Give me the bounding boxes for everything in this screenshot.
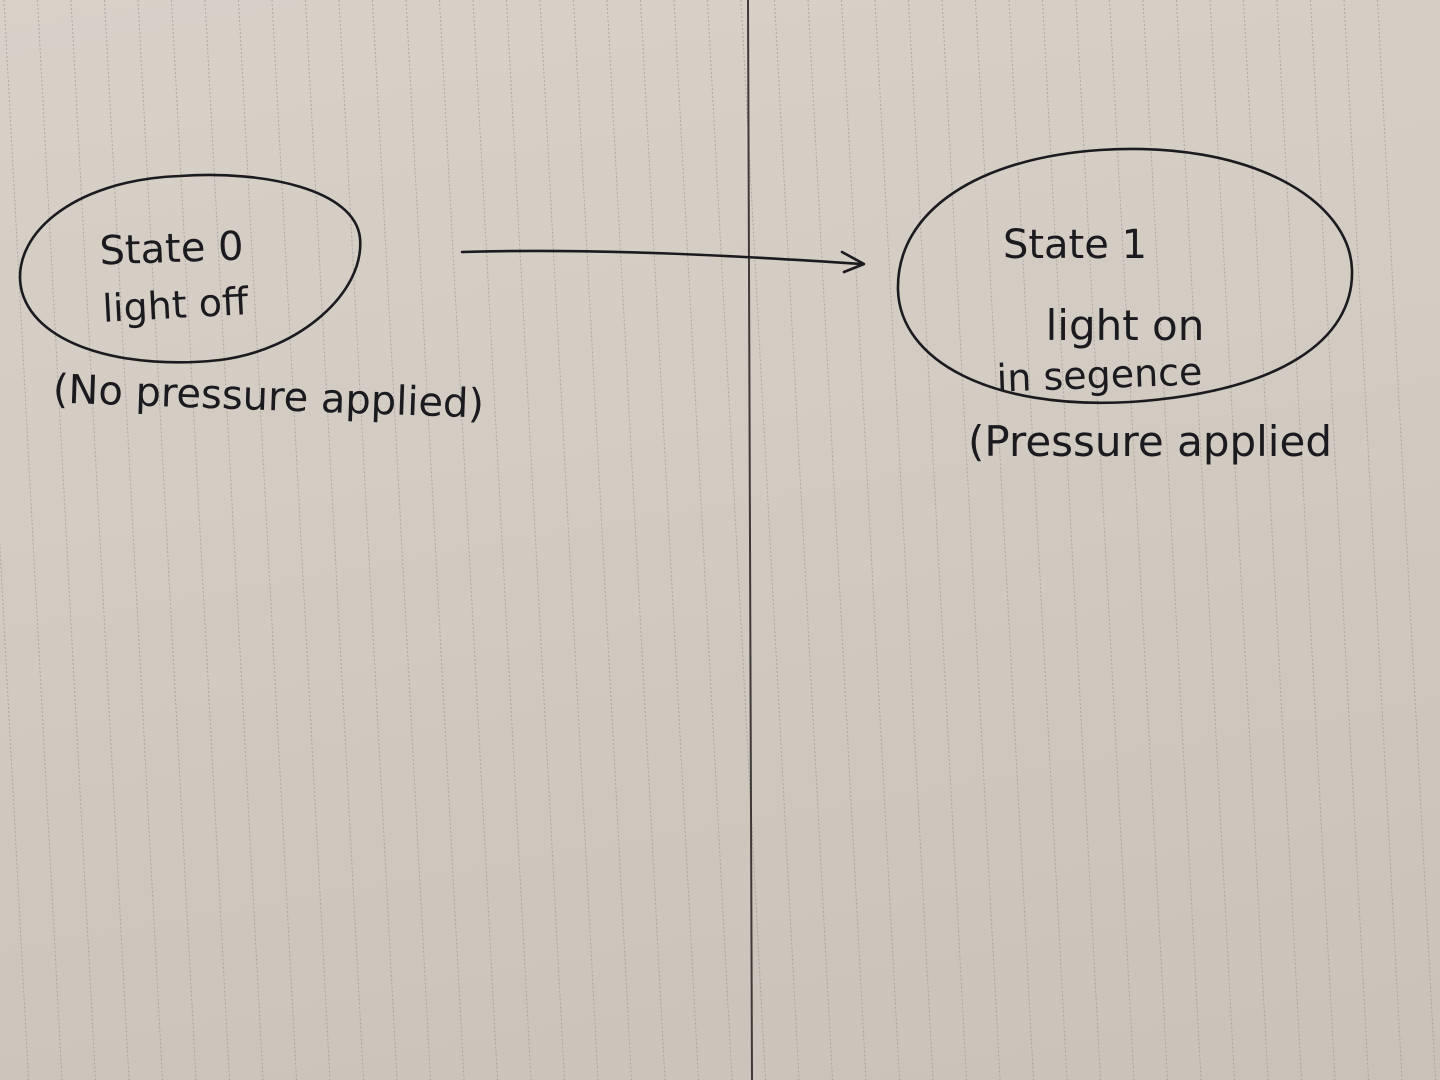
state-1-condition: (Pressure applied xyxy=(968,417,1332,466)
state-0-title: State 0 xyxy=(99,224,245,275)
ruled-line xyxy=(372,0,431,1080)
ruled-line xyxy=(1243,0,1302,1080)
ruled-line xyxy=(1075,0,1135,1080)
ruled-line xyxy=(908,0,967,1080)
arrowhead-icon xyxy=(840,250,866,274)
ruled-line xyxy=(305,0,364,1080)
ruled-line xyxy=(1276,0,1336,1080)
ruled-line xyxy=(774,0,833,1080)
ruled-line xyxy=(1343,0,1403,1080)
state-0-description: light off xyxy=(101,279,250,331)
ruled-line xyxy=(3,0,63,1080)
ruled-line xyxy=(539,0,599,1080)
center-fold-line xyxy=(747,0,753,1080)
ruled-line xyxy=(606,0,666,1080)
ruled-line xyxy=(807,0,867,1080)
state-1-description-line1: light on xyxy=(1046,301,1205,350)
ruled-line xyxy=(1109,0,1168,1080)
ruled-line xyxy=(472,0,532,1080)
ruled-line xyxy=(1176,0,1235,1080)
ruled-line xyxy=(104,0,163,1080)
ruled-line xyxy=(1310,0,1369,1080)
ruled-line xyxy=(1209,0,1269,1080)
state-1-node: State 1 light on in segence xyxy=(896,147,1354,405)
ruled-line xyxy=(439,0,498,1080)
ruled-line xyxy=(1042,0,1101,1080)
ruled-line xyxy=(204,0,264,1080)
ruled-line xyxy=(941,0,1001,1080)
ruled-line xyxy=(271,0,331,1080)
ruled-line xyxy=(171,0,230,1080)
ruled-line xyxy=(0,539,29,1080)
state-0-condition: (No pressure applied) xyxy=(52,366,485,427)
ruled-line xyxy=(841,0,900,1080)
ruled-line xyxy=(405,0,465,1080)
ruled-line xyxy=(673,0,733,1080)
ruled-line xyxy=(640,0,699,1080)
ruled-line xyxy=(70,0,130,1080)
ruled-line xyxy=(874,0,934,1080)
ruled-line xyxy=(707,0,766,1080)
ruled-line xyxy=(506,0,565,1080)
state-0-circle xyxy=(18,173,362,364)
ruled-line xyxy=(975,0,1034,1080)
state-0-node: State 0 light off xyxy=(18,173,362,364)
state-1-title: State 1 xyxy=(1003,222,1147,268)
ruled-line xyxy=(238,0,297,1080)
ruled-line xyxy=(1008,0,1068,1080)
ruled-line xyxy=(1377,0,1436,1080)
ruled-line xyxy=(37,0,96,1080)
state-1-circle xyxy=(896,147,1354,405)
ruled-line xyxy=(573,0,632,1080)
ruled-line xyxy=(137,0,197,1080)
transition-arrow xyxy=(460,249,866,274)
state-1-description-line2: in segence xyxy=(996,349,1203,400)
ruled-line xyxy=(338,0,398,1080)
transition-arrow-shaft xyxy=(460,249,864,266)
ruled-line xyxy=(1142,0,1202,1080)
ruled-line xyxy=(740,0,800,1080)
